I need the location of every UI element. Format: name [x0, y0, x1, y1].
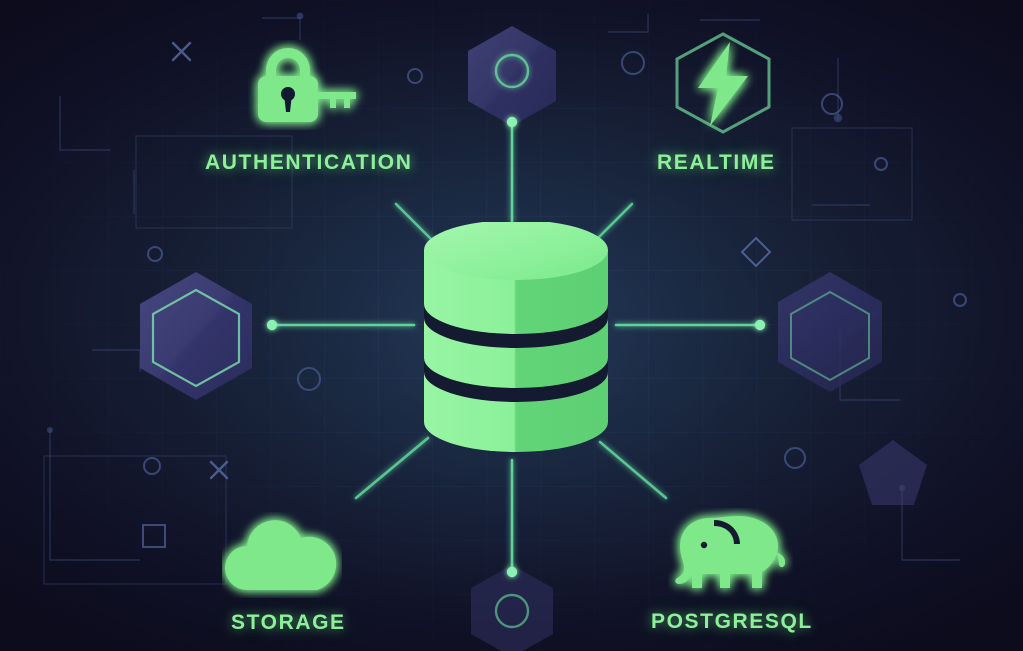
hexagon-bottom-center [471, 565, 553, 651]
database-cylinder-icon [418, 222, 614, 460]
hexagon-left [140, 272, 252, 400]
lightning-bolt-hexagon-icon [668, 30, 778, 135]
label-realtime: REALTIME [657, 151, 776, 174]
lock-key-icon [248, 40, 368, 130]
hexagon-right [778, 272, 882, 392]
pentagon-right [859, 440, 927, 505]
cross-marks [171, 41, 229, 480]
connector-dot-down [506, 566, 518, 578]
label-storage: STORAGE [231, 611, 346, 634]
cloud-icon [222, 512, 342, 598]
elephant-icon [668, 508, 793, 598]
connector-dot-right [754, 319, 766, 331]
connector-dot-left [266, 319, 278, 331]
square-outline-bottom-left [142, 524, 166, 548]
label-postgresql: POSTGRESQL [651, 610, 813, 633]
connector-dot-up [506, 116, 518, 128]
label-authentication: AUTHENTICATION [205, 151, 413, 174]
diamond-right [740, 236, 772, 268]
hexagon-top-center [468, 26, 556, 126]
